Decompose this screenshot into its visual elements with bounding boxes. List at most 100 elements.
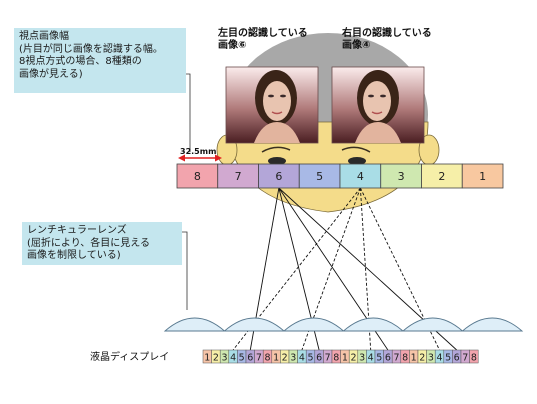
lcd-pixel: 7 — [254, 349, 264, 364]
lcd-pixel: 3 — [288, 349, 298, 364]
lcd-pixel: 1 — [409, 349, 419, 364]
lcd-pixel-label: 4 — [368, 353, 374, 364]
viewpoint-width-callout: 視点画像幅 (片目が同じ画像を認識する幅。 8視点方式の場合、8種類の 画像が見… — [14, 28, 186, 93]
viewpoint-zone: 1 — [461, 163, 504, 189]
viewpoint-callout-line: 画像が見える) — [19, 68, 83, 80]
viewpoint-zone-label: 7 — [235, 170, 242, 183]
lcd-pixel-label: 2 — [350, 353, 356, 364]
lcd-pixel-label: 8 — [333, 353, 339, 364]
lcd-pixel-label: 6 — [316, 353, 322, 364]
lenticular-lens-callout: レンチキュラーレンズ (屈折により、各目に見える 画像を制限している) — [22, 222, 182, 265]
viewpoint-zone: 7 — [217, 163, 259, 189]
lcd-pixel-label: 1 — [342, 353, 348, 364]
lcd-pixel-label: 6 — [247, 353, 253, 364]
lcd-pixel-label: 3 — [359, 353, 365, 364]
viewpoint-zone-cell — [258, 163, 300, 189]
lens-callout-line: 画像を制限している) — [27, 250, 121, 261]
lcd-pixel: 8 — [400, 349, 410, 364]
dimension-arrow: 32.5mm — [178, 147, 222, 162]
lenticular-lens — [401, 317, 464, 332]
lenticular-lens — [461, 317, 524, 332]
lcd-pixel-label: 6 — [454, 353, 460, 364]
viewpoint-callout-line: 8視点方式の場合、8種類の — [19, 56, 142, 67]
lcd-display-label: 液晶ディスプレイ — [90, 352, 170, 363]
right-image-mouth — [371, 111, 383, 115]
lcd-pixel: 3 — [357, 349, 367, 364]
lcd-pixel-label: 8 — [471, 353, 477, 364]
right-eyebrow — [341, 146, 371, 153]
viewpoint-zone-label: 3 — [398, 170, 405, 183]
viewpoint-zone-label: 6 — [275, 170, 282, 183]
right-image-eye-r — [380, 94, 386, 98]
right-eye-view-ray — [301, 187, 361, 351]
lcd-pixel-label: 3 — [221, 353, 227, 364]
viewpoint-zone-label: 1 — [479, 170, 486, 183]
lcd-pixel-label: 2 — [419, 353, 425, 364]
viewpoint-zone-label: 8 — [194, 170, 201, 183]
left-eye-caption-line: 画像⑥ — [218, 40, 247, 51]
lenticular-lens — [163, 317, 226, 332]
lcd-pixel: 3 — [426, 349, 436, 364]
right-image-face — [363, 81, 391, 121]
lenticular-lens — [223, 317, 286, 332]
lcd-pixel: 7 — [460, 349, 470, 364]
left-image-eye-l — [268, 94, 274, 98]
left-eye — [268, 157, 286, 165]
viewpoint-zone: 2 — [421, 163, 463, 189]
viewpoint-zone-cell — [176, 163, 219, 189]
viewpoint-callout-leader — [186, 73, 191, 152]
lcd-pixel-label: 7 — [393, 353, 399, 364]
lcd-pixel: 2 — [211, 349, 221, 364]
lcd-pixel: 1 — [271, 349, 281, 364]
lcd-pixel-label: 4 — [299, 353, 305, 364]
lcd-pixel: 5 — [443, 349, 453, 364]
lcd-pixel: 4 — [434, 349, 445, 364]
right-eye-caption-line: 右目の認識している — [342, 28, 432, 39]
right-eye-image — [331, 66, 425, 144]
left-image-face — [263, 81, 291, 121]
left-image-eye-r — [280, 94, 286, 98]
lcd-pixel-label: 5 — [445, 353, 451, 364]
lcd-pixel-label: 7 — [325, 353, 331, 364]
lcd-pixel: 7 — [323, 349, 333, 364]
viewpoint-callout-line: 視点画像幅 — [19, 31, 69, 42]
lcd-pixel-label: 5 — [307, 353, 313, 364]
lcd-pixel-label: 4 — [230, 353, 236, 364]
right-eye-caption: 右目の認識している 画像④ — [342, 28, 432, 52]
lcd-pixel-label: 5 — [239, 353, 245, 364]
dimension-arrowhead-right — [215, 154, 222, 162]
viewpoint-zone-cell — [421, 163, 463, 189]
lcd-pixel-label: 5 — [376, 353, 382, 364]
lcd-pixel-label: 3 — [428, 353, 434, 364]
lens-callout-leader — [182, 231, 188, 310]
lcd-pixel-cell — [469, 349, 479, 364]
viewpoint-zone-label: 4 — [357, 170, 364, 183]
lcd-pixel: 2 — [280, 349, 290, 364]
viewpoint-zone-cell — [380, 163, 422, 189]
lcd-pixel: 8 — [469, 349, 479, 364]
lcd-pixel-label: 6 — [385, 353, 391, 364]
lcd-pixel-label: 8 — [402, 353, 408, 364]
lcd-pixel: 2 — [417, 349, 427, 364]
lcd-pixel-label: 1 — [204, 353, 210, 364]
lcd-pixel-label: 2 — [213, 353, 219, 364]
left-eye-caption: 左目の認識している 画像⑥ — [218, 28, 308, 52]
lcd-pixel: 1 — [340, 349, 350, 364]
lcd-pixel: 4 — [228, 349, 238, 364]
lenticular-lens-array — [163, 317, 524, 332]
lcd-pixel-label: 3 — [290, 353, 296, 364]
lcd-pixel: 5 — [237, 349, 247, 364]
left-image-shoulders — [254, 122, 300, 143]
lcd-pixel: 6 — [383, 349, 393, 364]
lcd-pixel: 3 — [219, 349, 230, 364]
lcd-pixel: 6 — [452, 349, 462, 364]
lcd-pixel-label: 1 — [411, 353, 417, 364]
lcd-pixel: 5 — [374, 349, 384, 364]
viewpoint-zone: 5 — [298, 163, 341, 189]
lcd-pixel-label: 1 — [273, 353, 279, 364]
lcd-pixel: 4 — [297, 349, 307, 364]
viewpoint-zone: 8 — [176, 163, 219, 189]
